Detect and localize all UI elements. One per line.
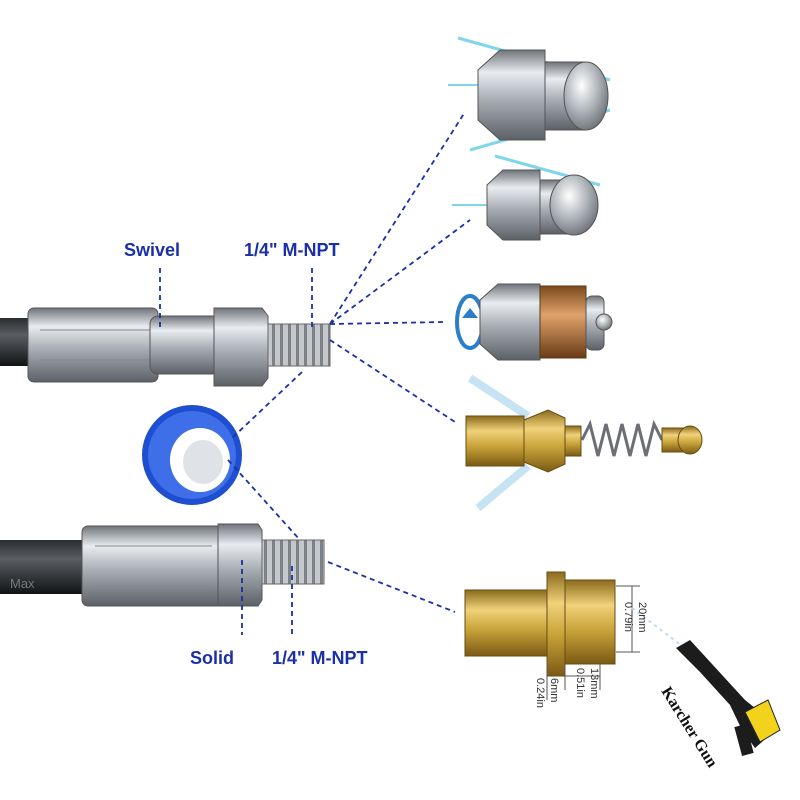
top-crimp-ferrule — [27, 307, 159, 383]
hose-print-text: Max — [10, 576, 35, 591]
teflon-tape — [142, 405, 242, 505]
brass-adapter — [464, 571, 640, 700]
dim-height-mm: 20mm — [636, 602, 648, 633]
bottom-hex-nut — [217, 523, 263, 607]
bottom-crimp-ferrule — [81, 525, 223, 607]
nozzle-rotating — [455, 283, 613, 361]
top-thread — [267, 323, 331, 367]
nozzle-brass-spring — [465, 374, 703, 512]
npt-bottom-label: 1/4" M-NPT — [272, 648, 368, 668]
solid-label: Solid — [190, 648, 234, 668]
dim-thread-in: 0.24in — [534, 678, 546, 708]
bottom-thread — [261, 539, 325, 585]
karcher-gun — [631, 607, 781, 757]
swivel-hose-assembly — [0, 307, 331, 387]
dim-thread-mm: 6mm — [548, 678, 560, 703]
solid-hose-assembly — [0, 523, 325, 607]
dim-height-in: 0.79in — [622, 602, 634, 632]
bottom-hose — [0, 540, 90, 594]
nozzle-rear-jet — [452, 154, 601, 241]
dim-hex-mm: 13mm — [588, 668, 600, 699]
leader-lines — [159, 111, 471, 635]
top-hex-nut — [213, 307, 269, 387]
dim-hex-in: 0.51in — [574, 668, 586, 698]
npt-top-label: 1/4" M-NPT — [244, 240, 340, 260]
swivel-label: Swivel — [124, 240, 181, 260]
nozzle-button-head — [448, 36, 611, 152]
